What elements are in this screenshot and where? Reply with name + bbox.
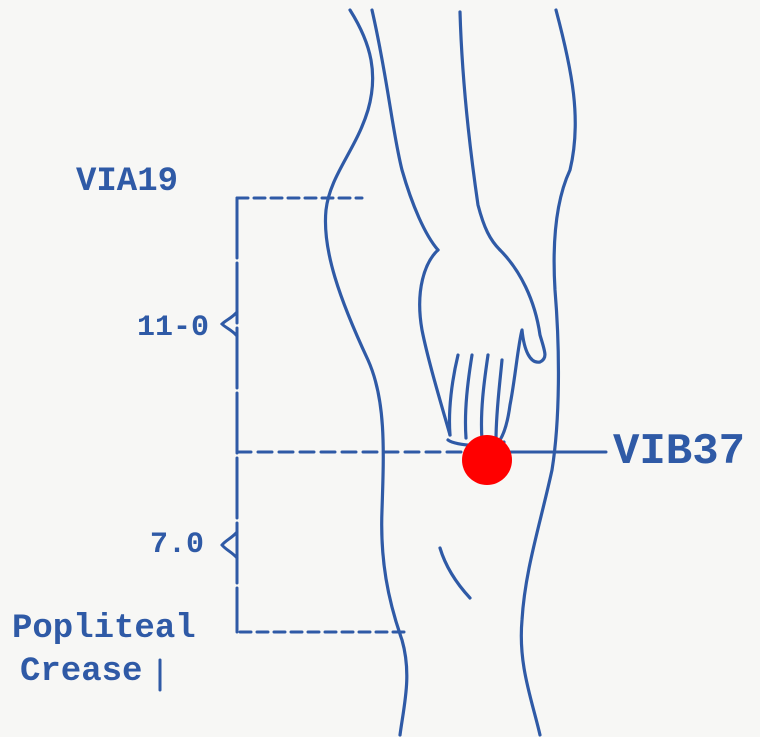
finger-2: [465, 355, 472, 438]
crease-label: Crease: [20, 655, 142, 689]
leg-outline-inner: [372, 10, 438, 250]
lower-distance-label: 7.0: [150, 530, 204, 560]
upper-brace: [222, 312, 237, 336]
leg-outline-right: [521, 10, 575, 735]
knee-crease-mark: [440, 548, 470, 598]
arm-outline-outer: [460, 12, 500, 250]
via19-label: VIA19: [76, 165, 178, 199]
upper-distance-label: 11-0: [137, 313, 209, 343]
vib37-label: VIB37: [613, 430, 745, 474]
finger-1: [449, 355, 458, 435]
finger-4: [496, 360, 502, 440]
acupoint-marker: [462, 435, 512, 485]
popliteal-label: Popliteal: [12, 612, 196, 646]
leg-outline-left: [325, 10, 406, 735]
lower-brace: [222, 532, 237, 558]
finger-3: [481, 355, 488, 440]
